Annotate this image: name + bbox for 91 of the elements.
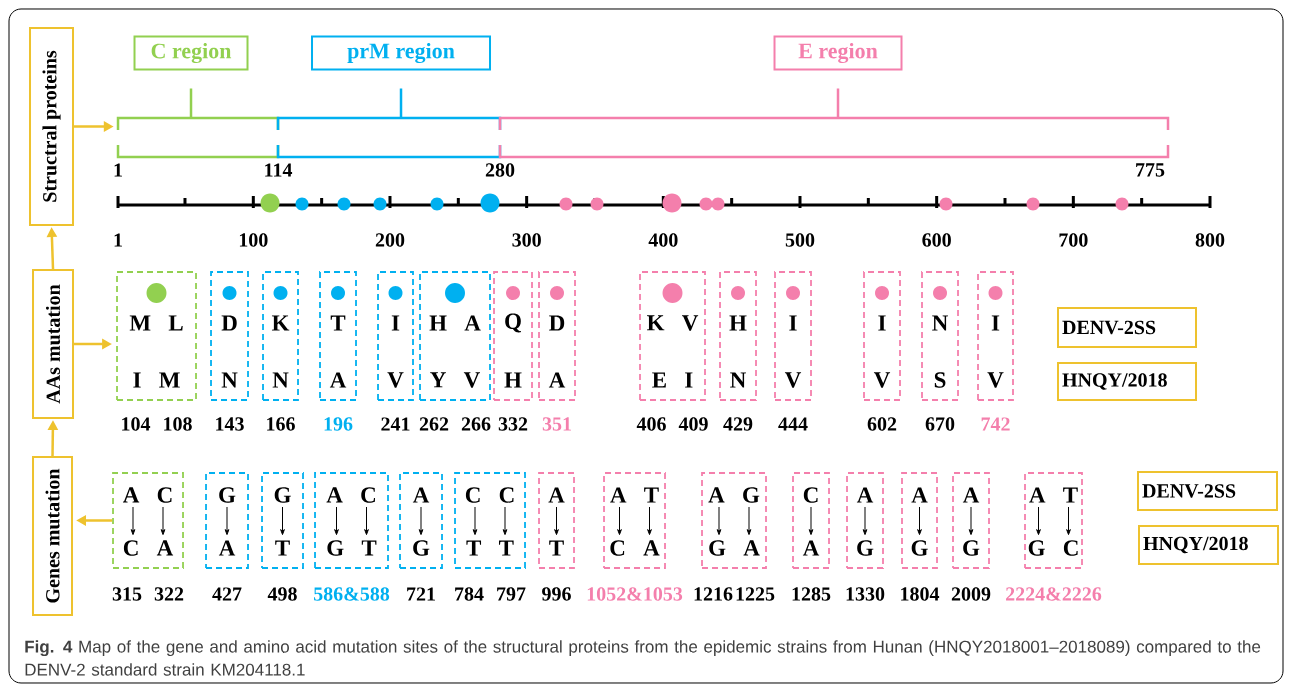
position-number: 100 (239, 233, 268, 247)
section-label: AAs mutation (32, 269, 74, 419)
mutation-box: H A Y V (419, 271, 491, 401)
region-bracket (276, 116, 502, 159)
site-number: 721 (407, 587, 435, 601)
position-number: 1 (114, 233, 122, 247)
site-number: 1330 (846, 587, 885, 601)
mutation-box: A G (846, 472, 884, 569)
mutation-box: I V (977, 271, 1014, 401)
position-number: 700 (1059, 233, 1088, 247)
mutation-box: K N (262, 271, 299, 401)
site-number: 742 (981, 417, 1010, 431)
mutation-box: G A (205, 472, 249, 569)
strain-label: DENV-2SS (1057, 307, 1197, 348)
mutation-box: T A (319, 271, 357, 401)
position-number: 300 (512, 233, 541, 247)
connector-line (399, 88, 403, 118)
site-number: 602 (867, 417, 897, 431)
site-number: 498 (267, 587, 297, 601)
strain-label: DENV-2SS (1137, 471, 1278, 511)
connector-line (836, 88, 840, 118)
position-number: 600 (922, 233, 951, 247)
mutation-box: H N (719, 271, 757, 401)
strain-label: HNQY/2018 (1057, 362, 1197, 401)
site-number: 429 (723, 417, 753, 431)
site-number: 784 (455, 587, 484, 601)
mutation-box: G T (261, 472, 304, 569)
figure-caption: Fig. 4 Map of the gene and amino acid mutation sites of the structural proteins from the epidemic strains from Hunan (HNQY2018001–2018089) compared to the DENV-2 standard strain KM204118.1 (25, 640, 1261, 676)
region-bracket (116, 116, 280, 159)
position-number: 500 (785, 233, 815, 247)
mutation-box: A G (399, 472, 443, 569)
site-number: 1225 (736, 587, 775, 601)
mutation-box: A C C A (112, 472, 184, 569)
site-number: 266 (461, 417, 491, 431)
site-number: 2009 (951, 587, 991, 601)
mutation-box: A C G T (314, 472, 389, 569)
mutation-box: M L I M (116, 271, 197, 401)
site-number: 797 (497, 587, 526, 601)
position-number: 114 (265, 163, 293, 177)
site-number: 315 (112, 587, 142, 601)
mutation-box: N S (921, 271, 959, 401)
region-label: C region (133, 35, 249, 71)
site-number: 444 (778, 417, 808, 431)
site-number: 351 (542, 417, 571, 431)
mutation-box: A G (901, 472, 938, 569)
site-number: 1285 (792, 587, 831, 601)
position-number: 280 (485, 163, 515, 177)
region-label: prM region (311, 35, 491, 71)
site-number: 143 (216, 417, 244, 431)
site-number: 1216 (694, 587, 733, 601)
region-label: E region (773, 35, 903, 71)
site-number: 1052&1053 (587, 587, 683, 601)
site-number: 332 (498, 417, 528, 431)
mutation-box: A G G A (701, 472, 767, 569)
position-number: 800 (1195, 233, 1225, 247)
mutation-box: A T (538, 472, 575, 569)
mutation-box: Q H (493, 271, 533, 401)
mutation-box: I V (377, 271, 414, 401)
connector-line (189, 88, 193, 118)
site-number: 670 (925, 417, 955, 431)
mutation-box: C A (792, 472, 830, 569)
site-number: 166 (267, 417, 295, 431)
region-bracket (498, 116, 1170, 159)
site-number: 996 (542, 587, 571, 601)
site-number: 586&588 (314, 587, 390, 601)
site-number: 1804 (901, 587, 940, 601)
mutation-box: K V E I (639, 271, 706, 401)
mutation-box: C C T T (454, 472, 526, 569)
site-number: 427 (212, 587, 242, 601)
site-number: 409 (678, 417, 708, 431)
mutation-box: A G (952, 472, 990, 569)
mutation-box: I V (863, 271, 901, 401)
position-number: 1 (114, 163, 122, 177)
mutation-box: D N (210, 271, 249, 401)
site-number: 241 (381, 417, 410, 431)
mutation-box: A T C A (603, 472, 666, 569)
site-number: 196 (324, 417, 353, 431)
site-number: 104 (122, 417, 151, 431)
position-number: 200 (375, 233, 405, 247)
site-number: 406 (636, 417, 666, 431)
site-number: 262 (419, 417, 449, 431)
site-number: 322 (154, 587, 184, 601)
site-number: 108 (164, 417, 192, 431)
mutation-box: I V (774, 271, 812, 401)
mutation-box: D A (538, 271, 576, 401)
site-number: 2224&2226 (1006, 587, 1102, 601)
strain-label: HNQY/2018 (1138, 525, 1279, 565)
position-number: 400 (648, 233, 678, 247)
section-label: Structral proteins (29, 27, 74, 226)
section-label: Genes mutation (32, 456, 73, 616)
mutation-box: A T G C (1024, 472, 1083, 569)
